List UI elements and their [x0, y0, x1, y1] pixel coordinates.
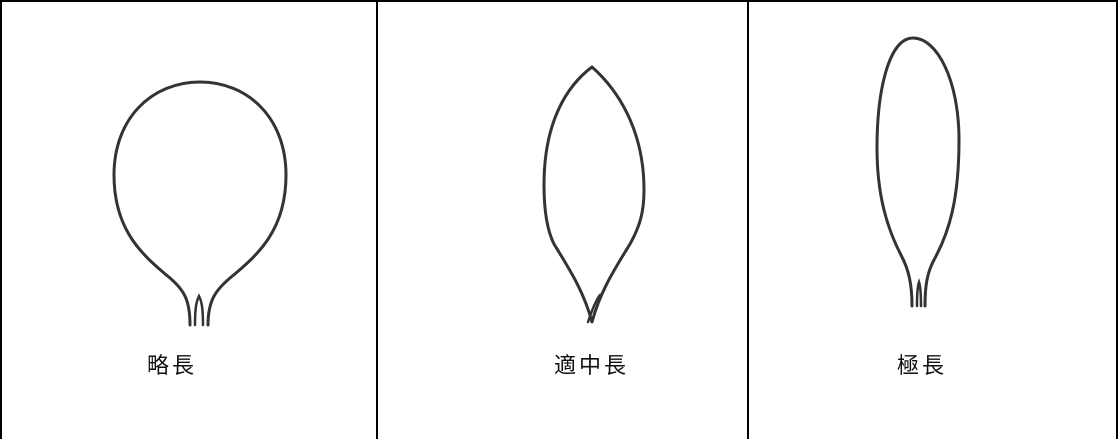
round-leaf-icon [112, 80, 288, 327]
elongated-leaf-icon [875, 36, 961, 308]
lanceolate-leaf-petiole [586, 293, 602, 324]
table-divider-1 [376, 0, 378, 439]
caption-medium: 適中長 [554, 354, 630, 379]
caption-short: 略長 [147, 354, 198, 379]
round-leaf-outline [112, 80, 288, 327]
cell-long: 極長 [749, 0, 1116, 439]
elongated-leaf-petiole-inner [915, 278, 923, 308]
table-left-border [0, 0, 2, 439]
table-right-border [1116, 0, 1118, 439]
table-divider-2 [747, 0, 749, 439]
lanceolate-leaf-icon [542, 65, 646, 324]
table-top-border [0, 0, 1118, 2]
round-leaf-petiole-inner [193, 293, 205, 327]
elongated-leaf-outline [875, 36, 961, 308]
caption-long: 極長 [897, 354, 948, 379]
cell-medium: 適中長 [378, 0, 747, 439]
lanceolate-leaf-outline [542, 65, 646, 324]
cell-short: 略長 [2, 0, 376, 439]
